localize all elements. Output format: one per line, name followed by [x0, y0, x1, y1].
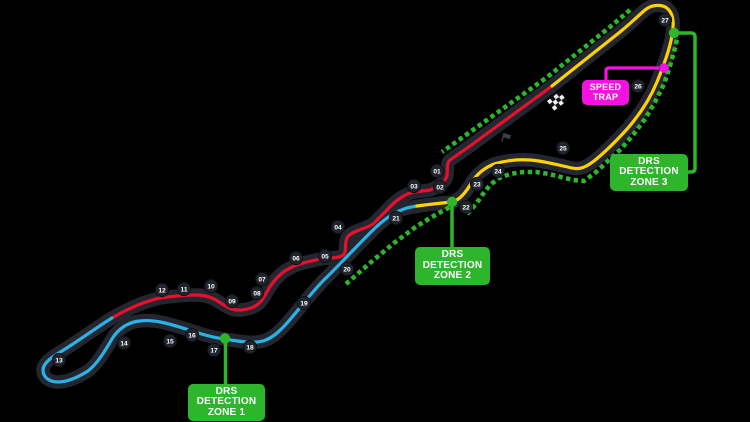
corner-number: 23 — [473, 181, 481, 188]
corner-marker: 02 — [432, 179, 448, 195]
checkered-flag-icon — [547, 91, 567, 111]
track-outline — [36, 0, 680, 389]
corner-marker: 18 — [242, 339, 258, 355]
corner-number: 11 — [181, 286, 188, 293]
label-line: ZONE 1 — [207, 406, 246, 418]
corner-number: 17 — [210, 347, 218, 354]
drs-detection-dot-3 — [668, 27, 680, 39]
speed-trap-dot — [659, 63, 669, 73]
corner-number: 08 — [253, 290, 261, 297]
label-line: ZONE 3 — [630, 176, 668, 188]
corner-marker: 22 — [458, 199, 474, 215]
corner-number: 05 — [321, 253, 329, 260]
corner-number: 09 — [228, 298, 236, 305]
corner-number: 21 — [392, 215, 400, 222]
sector1-line — [110, 84, 554, 320]
drs-detection-zone-1-label: DRS DETECTION ZONE 1 — [188, 384, 265, 421]
corner-marker: 14 — [116, 335, 132, 351]
corner-marker: 21 — [388, 210, 404, 226]
corner-marker: 19 — [296, 295, 312, 311]
speed-trap-label: SPEED TRAP — [582, 80, 629, 105]
label-line: DETECTION — [196, 396, 257, 408]
corner-number: 26 — [634, 83, 642, 90]
drs-detection-zone-3-label: DRS DETECTION ZONE 3 — [610, 154, 688, 191]
label-line: DETECTION — [422, 259, 483, 271]
corner-marker: 08 — [249, 285, 265, 301]
corner-marker: 16 — [184, 327, 200, 343]
corner-marker: 01 — [429, 163, 445, 179]
corner-number: 02 — [436, 184, 444, 191]
corner-number: 24 — [494, 168, 502, 175]
corner-number: 18 — [246, 344, 254, 351]
drs-zone-2-dashes — [465, 38, 680, 216]
flag-icon — [501, 132, 512, 142]
corner-number: 16 — [188, 332, 196, 339]
corner-marker: 27 — [657, 12, 673, 28]
corner-number: 25 — [559, 145, 567, 152]
corner-number: 04 — [334, 224, 342, 231]
corner-marker: 25 — [555, 140, 571, 156]
corner-marker: 13 — [51, 352, 67, 368]
corner-marker: 17 — [206, 342, 222, 358]
label-line: DETECTION — [619, 166, 679, 178]
corner-number: 03 — [410, 183, 418, 190]
corner-marker: 03 — [406, 178, 422, 194]
corner-marker: 15 — [162, 333, 178, 349]
corner-marker: 24 — [490, 163, 506, 179]
drs-zone-1-dashes — [344, 204, 452, 286]
corner-marker: 11 — [176, 281, 192, 297]
corner-marker: 07 — [254, 271, 270, 287]
corner-number: 13 — [55, 357, 63, 364]
corner-marker: 09 — [224, 293, 240, 309]
drs-detection-dot-1 — [219, 333, 231, 344]
corner-marker: 06 — [288, 250, 304, 266]
label-line: DRS — [441, 249, 464, 261]
sector2-line — [41, 204, 419, 384]
corner-number: 27 — [661, 17, 669, 24]
speed-trap-connector-line — [604, 66, 659, 81]
label-line: SPEED — [589, 82, 622, 92]
corner-marker: 12 — [154, 282, 170, 298]
corner-marker: 20 — [339, 261, 355, 277]
corner-number: 22 — [462, 204, 470, 211]
corner-number: 19 — [300, 300, 308, 307]
corner-number: 07 — [258, 276, 266, 283]
corner-number: 20 — [343, 266, 351, 273]
corner-number: 15 — [166, 338, 174, 345]
drs-detection-zone-2-label: DRS DETECTION ZONE 2 — [415, 247, 490, 285]
corner-markers: 01 02 03 04 05 06 07 08 09 10 11 12 13 14 15 16 17 18 19 20… — [51, 12, 673, 368]
corner-marker: 23 — [469, 176, 485, 192]
corner-marker: 26 — [630, 78, 646, 94]
label-line: DRS — [215, 385, 238, 397]
corner-number: 10 — [207, 283, 215, 290]
drs3-connector-line — [679, 31, 697, 174]
corner-number: 12 — [158, 287, 166, 294]
drs-zone-3-dashes — [440, 8, 632, 154]
corner-number: 06 — [292, 255, 300, 262]
corner-number: 14 — [120, 340, 128, 347]
drs-detection-dot-2 — [446, 196, 458, 208]
label-line: ZONE 2 — [433, 270, 472, 282]
label-line: TRAP — [592, 91, 619, 102]
corner-number: 01 — [433, 168, 441, 175]
corner-marker: 04 — [330, 219, 346, 235]
label-line: DRS — [638, 155, 660, 167]
corner-marker: 10 — [203, 278, 219, 294]
corner-marker: 05 — [317, 248, 333, 264]
